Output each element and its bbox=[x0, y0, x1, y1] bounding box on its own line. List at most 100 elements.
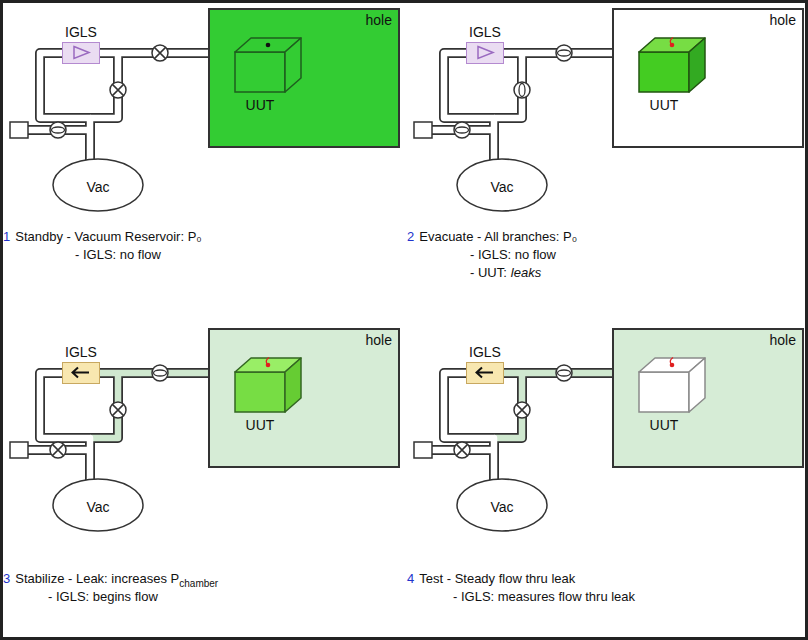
step-text: - UUT: bbox=[470, 265, 507, 280]
igls-label: IGLS bbox=[466, 22, 504, 42]
igls-symbol bbox=[467, 43, 502, 62]
open-valve bbox=[454, 122, 470, 138]
valve-cross bbox=[52, 444, 63, 455]
vacuum-reservoir: Vac bbox=[52, 478, 144, 532]
vacuum-reservoir: Vac bbox=[52, 158, 144, 212]
vacuum-reservoir: Vac bbox=[456, 158, 548, 212]
pipe-connector bbox=[444, 53, 494, 160]
closed-valve bbox=[110, 82, 126, 98]
leak-plume bbox=[266, 358, 269, 366]
test-chamber: holeUUT bbox=[208, 8, 400, 148]
step-caption: - UUT: leaks bbox=[470, 264, 541, 282]
vacuum-reservoir: Vac bbox=[456, 478, 548, 532]
cube-front bbox=[235, 372, 285, 412]
igls-label: IGLS bbox=[62, 22, 100, 42]
valve-body bbox=[556, 365, 572, 381]
flow-triangle bbox=[74, 47, 89, 59]
pump-port bbox=[10, 442, 28, 458]
pump-port bbox=[414, 442, 432, 458]
valve-body bbox=[514, 82, 530, 98]
igls-symbol bbox=[63, 363, 98, 382]
step-caption: - IGLS: no flow bbox=[470, 246, 556, 264]
uut-cube bbox=[638, 356, 708, 416]
closed-valve bbox=[454, 442, 470, 458]
step-caption: - IGLS: measures flow thru leak bbox=[453, 588, 635, 606]
igls-label: IGLS bbox=[62, 342, 100, 362]
igls-box bbox=[62, 42, 100, 64]
closed-valve bbox=[50, 442, 66, 458]
igls-box bbox=[62, 362, 100, 384]
igls-symbol bbox=[63, 43, 98, 62]
step-number: 4 bbox=[407, 571, 414, 586]
igls-sensor: IGLS bbox=[466, 342, 504, 384]
open-valve bbox=[152, 365, 168, 381]
pump-port bbox=[414, 122, 432, 138]
leak-hole bbox=[266, 43, 271, 48]
vac-label: Vac bbox=[456, 158, 548, 216]
valve-disc bbox=[154, 370, 167, 376]
step-text: - IGLS: measures flow thru leak bbox=[453, 589, 635, 604]
valve-body bbox=[110, 402, 126, 418]
step-text: Test - Steady flow thru leak bbox=[419, 571, 575, 586]
hole-label: hole bbox=[366, 12, 392, 28]
step-text: Standby - Vacuum Reservoir: P₀ bbox=[15, 229, 202, 244]
igls-sensor: IGLS bbox=[62, 342, 100, 384]
step-number: 3 bbox=[3, 571, 10, 586]
step-text: - IGLS: begins flow bbox=[48, 589, 158, 604]
uut-label: UUT bbox=[234, 97, 286, 113]
cube-side bbox=[285, 38, 301, 92]
igls-box bbox=[466, 362, 504, 384]
pipe-connector-bore bbox=[40, 373, 90, 480]
valve-cross bbox=[112, 84, 123, 95]
closed-valve bbox=[152, 45, 168, 61]
valve-body bbox=[110, 82, 126, 98]
step-text: Stabilize - Leak: increases P bbox=[15, 571, 179, 586]
valve-cross bbox=[456, 444, 467, 455]
test-chamber: holeUUT bbox=[612, 328, 804, 468]
pump-port bbox=[10, 122, 28, 138]
closed-valve bbox=[110, 402, 126, 418]
step-caption: 1Standby - Vacuum Reservoir: P₀ bbox=[3, 228, 202, 246]
unit-under-test: UUT bbox=[638, 356, 708, 433]
step-caption: - IGLS: begins flow bbox=[48, 588, 158, 606]
step-caption: 2Evacuate - All branches: P₀ bbox=[407, 228, 577, 246]
valve-body bbox=[152, 365, 168, 381]
step-text: - IGLS: no flow bbox=[75, 247, 161, 262]
open-valve bbox=[514, 82, 530, 98]
hole-label: hole bbox=[770, 12, 796, 28]
unit-under-test: UUT bbox=[234, 356, 304, 433]
cube-side bbox=[285, 358, 301, 412]
valve-cross bbox=[112, 404, 123, 415]
vac-label: Vac bbox=[52, 478, 144, 536]
flow-triangle bbox=[478, 47, 493, 59]
cube-front bbox=[639, 52, 689, 92]
step-caption: 4 Test - Steady flow thru leak bbox=[407, 570, 575, 588]
flow-arrow bbox=[477, 368, 494, 378]
pipe-connector-bore bbox=[40, 53, 90, 160]
open-valve bbox=[556, 45, 572, 61]
leak-plume bbox=[670, 38, 673, 46]
cube-front bbox=[639, 372, 689, 412]
valve-body bbox=[514, 402, 530, 418]
cube-side bbox=[689, 358, 705, 412]
step-text: Evacuate - All branches: P₀ bbox=[419, 229, 577, 244]
closed-valve bbox=[514, 402, 530, 418]
step-text: - IGLS: no flow bbox=[470, 247, 556, 262]
valve-disc bbox=[558, 50, 571, 56]
igls-sensor: IGLS bbox=[62, 22, 100, 64]
uut-cube bbox=[234, 356, 304, 416]
pipe-connector-bore bbox=[444, 373, 494, 480]
uut-label: UUT bbox=[638, 97, 690, 113]
uut-label: UUT bbox=[638, 417, 690, 433]
hole-label: hole bbox=[366, 332, 392, 348]
uut-cube bbox=[234, 36, 304, 96]
step-text: chamber bbox=[179, 578, 218, 589]
valve-body bbox=[152, 45, 168, 61]
valve-body bbox=[50, 442, 66, 458]
igls-label: IGLS bbox=[466, 342, 504, 362]
cube-side bbox=[689, 38, 705, 92]
step-text: leaks bbox=[511, 265, 541, 280]
igls-symbol bbox=[467, 363, 502, 382]
vac-label: Vac bbox=[456, 478, 548, 536]
